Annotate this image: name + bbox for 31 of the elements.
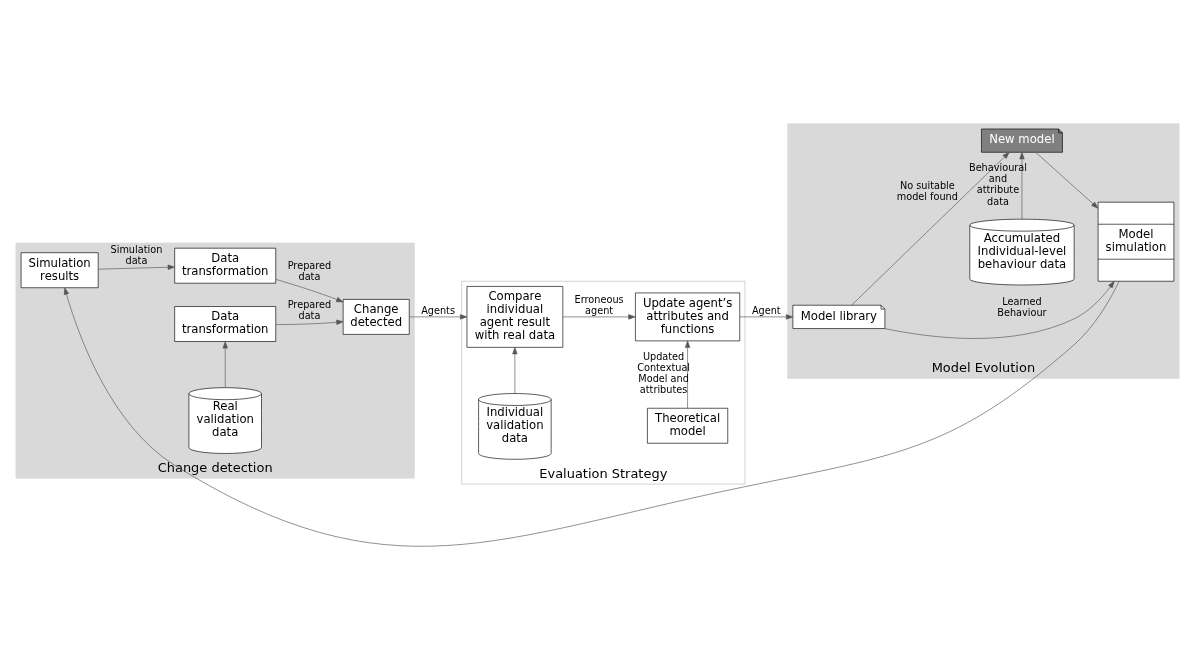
arrow <box>409 313 468 319</box>
arrow <box>98 264 175 270</box>
arrow <box>512 346 518 394</box>
edge-label: No suitable model found <box>896 179 958 202</box>
edge-label: Erroneous agent <box>574 293 624 316</box>
edge-label: Behavioural and attribute data <box>968 161 1027 206</box>
arrow <box>1019 151 1025 219</box>
arrow <box>884 280 1115 339</box>
node-box: Update agent’s attributes and functions <box>635 292 741 341</box>
arrow <box>222 340 228 388</box>
arrow <box>63 280 1120 546</box>
arrow <box>685 340 691 408</box>
arrow <box>275 319 344 325</box>
edge-label: Prepared data <box>287 259 332 282</box>
node-box: Compare individual agent result with real data <box>466 285 564 348</box>
edge-label: Simulation data <box>110 243 163 266</box>
edge-label: Agent <box>751 304 781 316</box>
edge-label: Updated Contextual Model and attributes <box>637 350 691 395</box>
arrow <box>562 313 636 319</box>
node-box: Change detected <box>342 298 410 335</box>
arrow <box>851 151 1010 305</box>
edge-label: Learned Behaviour <box>997 295 1047 318</box>
arrow <box>739 313 794 319</box>
node-box: Data transformation <box>174 305 277 342</box>
edge-label: Prepared data <box>287 298 332 321</box>
edge-label: Agents <box>421 304 456 316</box>
arrow <box>1035 151 1099 208</box>
node-box: Data transformation <box>174 247 277 283</box>
arrow <box>275 278 344 302</box>
node-box: Theoretical model <box>647 407 729 444</box>
node-box: Simulation results <box>20 251 99 288</box>
